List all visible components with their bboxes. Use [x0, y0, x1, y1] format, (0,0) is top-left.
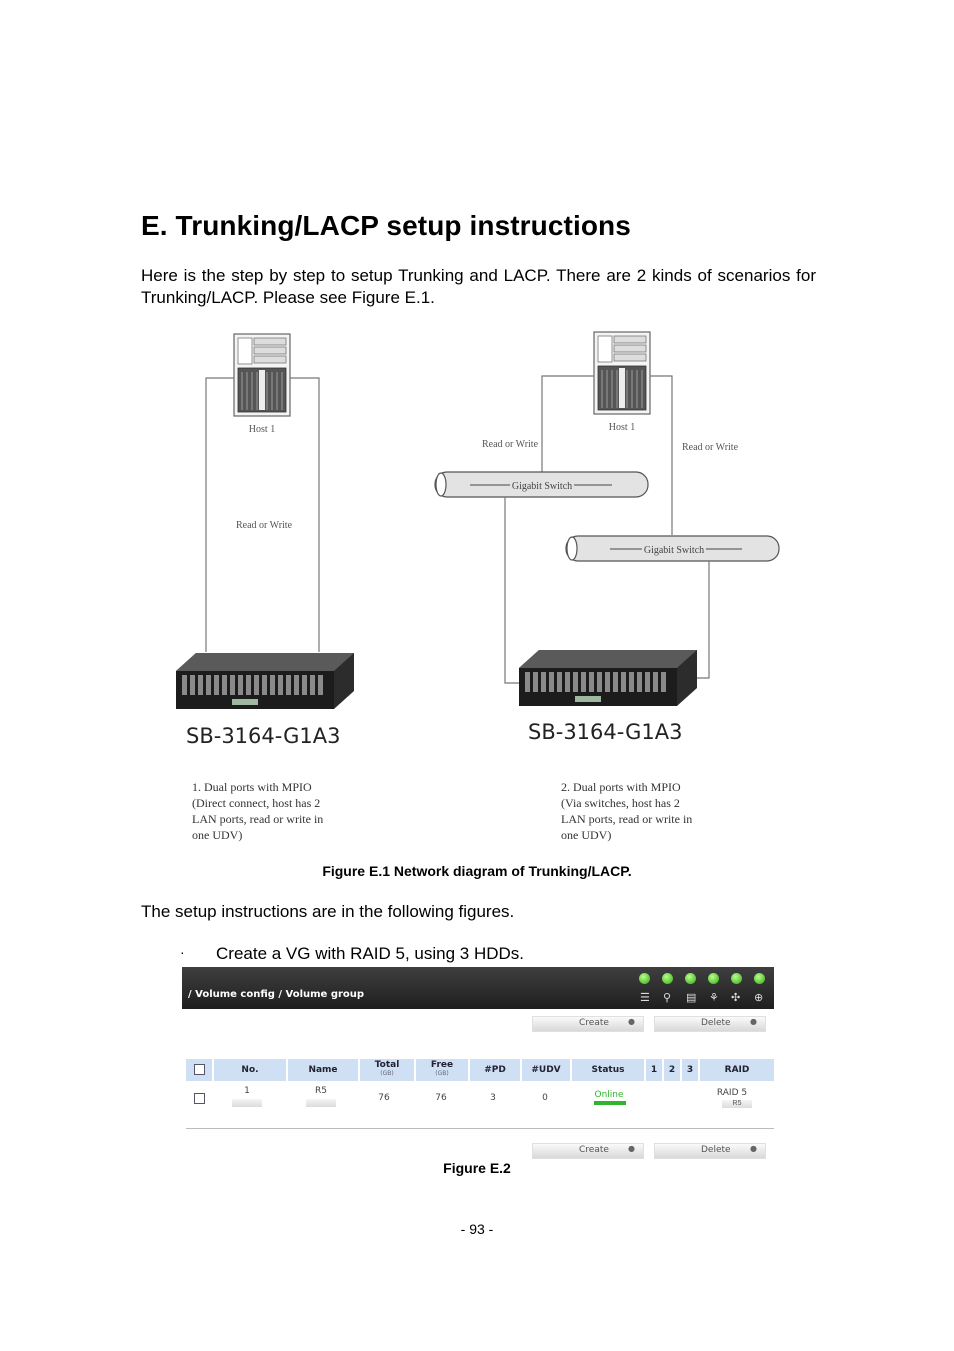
power-icon[interactable]: ⚲	[663, 992, 672, 1004]
setup-paragraph: The setup instructions are in the follow…	[141, 902, 515, 921]
col-raid[interactable]: RAID	[724, 1065, 750, 1075]
link-line-left-b	[290, 377, 320, 652]
row-no-menu-button[interactable]	[232, 1099, 262, 1107]
host-label-right: Host 1	[609, 422, 635, 433]
link-label-right-b: Read or Write	[682, 442, 739, 453]
table-divider	[186, 1128, 774, 1129]
cell-pd: 3	[490, 1093, 496, 1103]
breadcrumb: / Volume config / Volume group	[188, 989, 365, 1000]
host-label-left: Host 1	[249, 424, 275, 435]
col-1: 1	[646, 1059, 664, 1081]
network-diagram: Host 1 Read or Write SB-3164-G1A3 1. Dua…	[176, 331, 780, 842]
col-pd[interactable]: #PD	[470, 1059, 522, 1081]
row-checkbox[interactable]	[194, 1093, 205, 1104]
device-model-right: SB-3164-G1A3	[528, 720, 682, 744]
col-name[interactable]: Name	[288, 1059, 360, 1081]
figure-caption-e1: Figure E.1 Network diagram of Trunking/L…	[322, 863, 632, 879]
cell-name: R5	[315, 1086, 327, 1096]
bullet-text: Create a VG with RAID 5, using 3 HDDs.	[216, 944, 525, 963]
network-icon[interactable]: ✣	[731, 992, 741, 1004]
section-heading: E. Trunking/LACP setup instructions	[141, 210, 631, 241]
status-led-icon	[731, 973, 742, 984]
desc-line-left-1: 1. Dual ports with MPIO	[192, 780, 312, 794]
status-led-icon	[662, 973, 673, 984]
create-button-bottom[interactable]: Create●	[532, 1143, 644, 1159]
cell-raid-sub[interactable]: R5	[722, 1100, 752, 1108]
status-led-icon	[708, 973, 719, 984]
page-number: - 93 -	[460, 1221, 494, 1237]
gigabit-switch-1: Gigabit Switch	[434, 471, 649, 498]
desc-line-left-3: LAN ports, read or write in	[192, 812, 323, 826]
status-led-icon	[754, 973, 765, 984]
desc-line-left-2: (Direct connect, host has 2	[192, 796, 320, 810]
link-label-left: Read or Write	[236, 520, 293, 531]
delete-button-bottom[interactable]: Delete●	[654, 1143, 766, 1159]
host-server-right	[593, 331, 651, 415]
svg-text:Gigabit Switch: Gigabit Switch	[644, 545, 704, 556]
link-label-right-a: Read or Write	[482, 439, 539, 450]
cell-udv: 0	[542, 1093, 548, 1103]
svg-text:Gigabit Switch: Gigabit Switch	[512, 481, 572, 492]
status-badge: Online	[594, 1090, 624, 1100]
col-total[interactable]: Total(GB)	[360, 1059, 416, 1082]
gigabit-switch-2: Gigabit Switch	[565, 535, 780, 562]
delete-button-top[interactable]: Delete●	[654, 1016, 766, 1032]
cell-no: 1	[244, 1086, 250, 1096]
desc-line-right-2: (Via switches, host has 2	[561, 796, 680, 810]
device-model-left: SB-3164-G1A3	[186, 724, 340, 748]
col-udv[interactable]: #UDV	[522, 1059, 572, 1081]
col-no[interactable]: No.	[214, 1059, 288, 1081]
status-bar	[594, 1101, 626, 1105]
desc-line-right-3: LAN ports, read or write in	[561, 812, 692, 826]
col-3: 3	[682, 1059, 700, 1081]
col-2: 2	[664, 1059, 682, 1081]
system-icon[interactable]: ☰	[640, 992, 650, 1004]
link-line-left-a	[205, 377, 234, 652]
bullet-marker: ·	[180, 944, 185, 960]
storage-array-left	[176, 653, 354, 709]
table-header: No. Name Total(GB) Free(GB) #PD #UDV Sta…	[186, 1059, 774, 1082]
cell-raid: RAID 5	[716, 1088, 748, 1098]
disk-icon[interactable]: ▤	[686, 992, 697, 1004]
host-server-left	[233, 333, 291, 417]
cell-free: 76	[435, 1093, 447, 1103]
select-all-cell	[186, 1059, 214, 1081]
col-status[interactable]: Status	[572, 1059, 646, 1081]
status-led-icon	[639, 973, 650, 984]
row-name-menu-button[interactable]	[306, 1099, 336, 1107]
figure-caption-e2: Figure E.2	[443, 1160, 511, 1176]
cell-total: 76	[378, 1093, 390, 1103]
create-button-top[interactable]: Create●	[532, 1016, 644, 1032]
desc-line-right-1: 2. Dual ports with MPIO	[561, 780, 681, 794]
desc-line-left-4: one UDV)	[192, 828, 242, 842]
ui-header-bar: / Volume config / Volume group ☰ ⚲ ▤ ⚘ ✣…	[182, 967, 774, 1009]
storage-array-right	[519, 650, 697, 706]
select-all-checkbox[interactable]	[194, 1064, 205, 1075]
col-free[interactable]: Free(GB)	[416, 1059, 470, 1082]
fan-icon[interactable]: ⚘	[709, 992, 719, 1004]
status-led-icon	[685, 973, 696, 984]
intro-paragraph: Here is the step by step to setup Trunki…	[141, 266, 816, 307]
logout-icon[interactable]: ⊕	[754, 992, 764, 1004]
desc-line-right-4: one UDV)	[561, 828, 611, 842]
volume-group-screenshot: / Volume config / Volume group ☰ ⚲ ▤ ⚘ ✣…	[182, 967, 774, 1159]
